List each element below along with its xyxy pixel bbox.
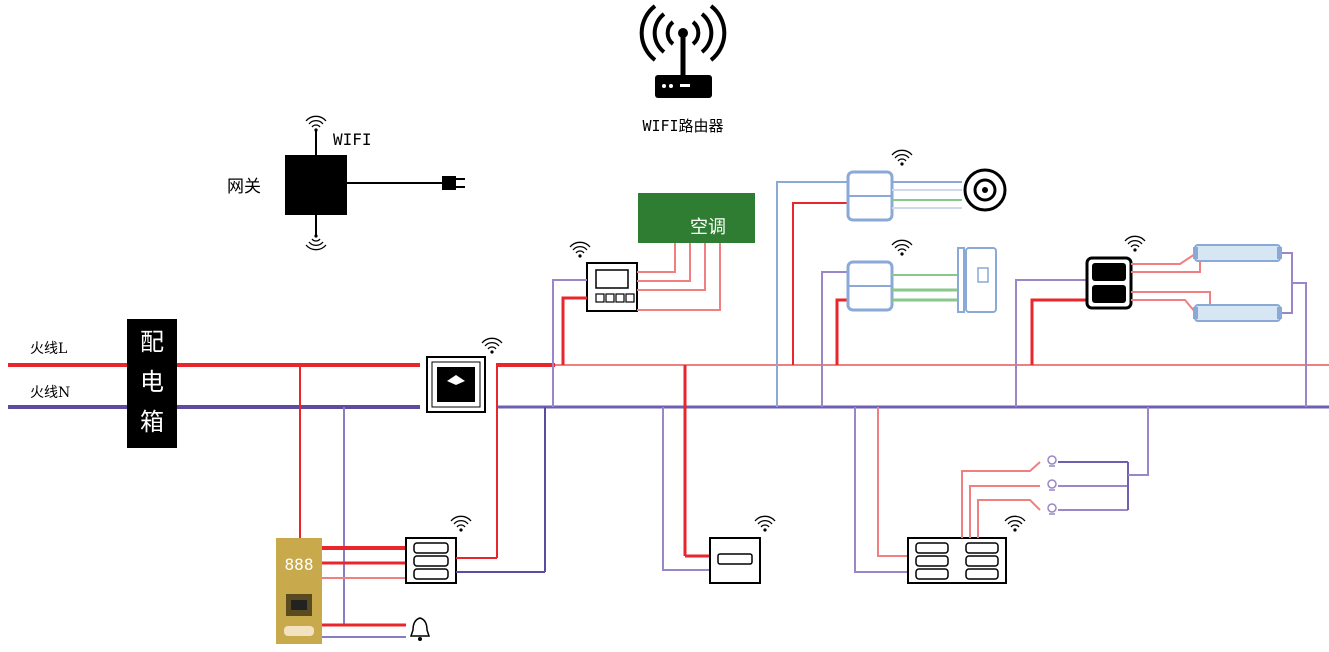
middle-motor-wifi-icon <box>891 239 913 257</box>
card-switch-wifi-icon <box>481 337 503 355</box>
single-switch <box>662 365 776 584</box>
light-bulb-1-icon <box>1047 455 1057 467</box>
six-gang-switch <box>854 407 1149 584</box>
neutral-line-label: 火线N <box>30 385 70 401</box>
door-panel: 888 <box>276 538 431 644</box>
top-motor-controller <box>776 149 1007 407</box>
router-label: WIFI路由器 <box>642 117 723 135</box>
single-switch-wifi-icon <box>754 515 776 533</box>
gateway-wifi-icon <box>305 115 327 133</box>
gateway-label: 网关 <box>227 177 261 197</box>
gateway: WIFI 网关 <box>227 115 465 251</box>
distribution-box-char-2: 电 <box>140 368 164 396</box>
far-right-controller <box>1015 235 1307 407</box>
gateway-bottom-wifi-icon <box>305 233 327 251</box>
fan-icon <box>963 168 1007 212</box>
curtain-motor-icon <box>957 247 997 313</box>
light-bulb-3-icon <box>1047 503 1057 515</box>
distribution-box-char-3: 箱 <box>140 408 164 436</box>
router-antenna-icon <box>639 4 727 75</box>
six-gang-wifi-icon <box>1004 515 1026 533</box>
light-bulb-2-icon <box>1047 479 1057 491</box>
air-conditioner: 空调 <box>552 193 755 407</box>
distribution-box: 配 电 箱 <box>127 319 177 448</box>
card-power-switch <box>299 337 546 625</box>
ac-unit <box>638 193 755 243</box>
gateway-wifi-label: WIFI <box>333 130 372 149</box>
gateway-box <box>285 155 347 215</box>
plug-icon <box>442 176 465 190</box>
top-motor-wifi-icon <box>891 149 913 167</box>
tube-light-bottom-icon <box>1193 304 1282 322</box>
live-line-label: 火线L <box>30 341 67 357</box>
three-gang-wifi-icon <box>450 515 472 533</box>
ac-label: 空调 <box>690 217 726 238</box>
middle-motor-controller <box>821 239 997 407</box>
door-panel-display: 888 <box>285 555 314 574</box>
three-gang-switch <box>405 515 545 584</box>
router: WIFI路由器 <box>639 4 727 135</box>
ac-controller-wifi-icon <box>569 241 591 259</box>
distribution-box-char-1: 配 <box>140 328 164 356</box>
tube-light-top-icon <box>1193 244 1282 262</box>
doorbell-icon <box>409 617 431 641</box>
far-right-wifi-icon <box>1124 235 1146 253</box>
